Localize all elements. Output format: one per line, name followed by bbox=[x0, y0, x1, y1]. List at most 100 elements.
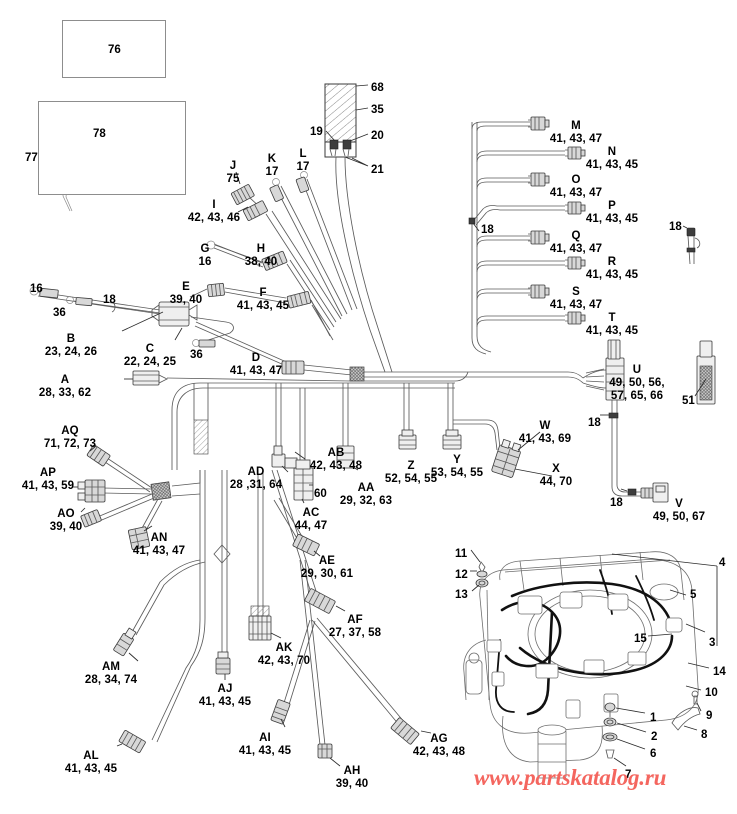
callout-Z-numbers: 52, 54, 55 bbox=[384, 472, 438, 485]
lower-left-artwork bbox=[73, 444, 201, 550]
callout-K-numbers: 17 bbox=[265, 165, 279, 178]
callout-P-letter: P bbox=[608, 200, 616, 212]
callout-AM-numbers: 28, 34, 74 bbox=[84, 673, 138, 686]
callout-AC-letter: AC bbox=[302, 507, 320, 519]
callout-19: 19 bbox=[310, 126, 323, 138]
inset-label-76: 76 bbox=[108, 44, 121, 56]
connector-51 bbox=[694, 340, 716, 405]
callout-T-letter: T bbox=[608, 312, 616, 324]
numlabel-10: 10 bbox=[705, 687, 718, 699]
callout-AA-numbers: 29, 32, 63 bbox=[339, 494, 393, 507]
callout-B-numbers: 23, 24, 26 bbox=[44, 345, 98, 358]
callout-P-numbers: 41, 43, 45 bbox=[585, 212, 639, 225]
callout-AK-numbers: 42, 43, 70 bbox=[257, 654, 311, 667]
callout-AO-numbers: 39, 40 bbox=[49, 520, 83, 533]
callout-O-letter: O bbox=[571, 174, 581, 186]
numlabel-7: 7 bbox=[625, 769, 631, 781]
numlabel-14: 14 bbox=[713, 666, 726, 678]
callout-D-numbers: 41, 43, 47 bbox=[229, 364, 283, 377]
callout-21: 21 bbox=[371, 164, 384, 176]
numlabel-2: 2 bbox=[651, 731, 657, 743]
numlabel-5: 5 bbox=[690, 589, 696, 601]
callout-AH-letter: AH bbox=[343, 765, 361, 777]
callout-T-numbers: 41, 43, 45 bbox=[585, 324, 639, 337]
numlabel-15-text: 15 bbox=[634, 633, 647, 645]
numlabel-51: 51 bbox=[682, 395, 695, 407]
callout-AI-letter: AI bbox=[259, 732, 271, 744]
callout-E-numbers: 39, 40 bbox=[169, 293, 203, 306]
callout-AE-numbers: 29, 30, 61 bbox=[300, 567, 354, 580]
callout-AC-numbers: 44, 47 bbox=[294, 519, 328, 532]
callout-J-numbers: 75 bbox=[226, 172, 240, 185]
callout-AF-letter: AF bbox=[347, 614, 363, 626]
numlabel-13: 13 bbox=[455, 589, 468, 601]
callout-AN-numbers: 41, 43, 47 bbox=[132, 544, 186, 557]
callout-Q-numbers: 41, 43, 47 bbox=[549, 242, 603, 255]
callout-AQ-numbers: 71, 72, 73 bbox=[43, 437, 97, 450]
numlabel-18-u-text: 18 bbox=[588, 417, 601, 429]
numlabel-12: 12 bbox=[455, 569, 468, 581]
callout-Y-numbers: 53, 54, 55 bbox=[430, 466, 484, 479]
numlabel-18-busA: 18 bbox=[481, 224, 494, 236]
callout-AE-letter: AE bbox=[318, 555, 336, 567]
lower-center-artwork bbox=[113, 383, 432, 767]
callout-L-numbers: 17 bbox=[296, 160, 310, 173]
numlabel-1-text: 1 bbox=[650, 712, 657, 724]
callout-AH-numbers: 39, 40 bbox=[335, 777, 369, 790]
numlabel-18-left-text: 18 bbox=[103, 294, 116, 306]
callout-AA-letter: AA bbox=[357, 482, 375, 494]
callout-AK-letter: AK bbox=[275, 642, 293, 654]
callout-L-letter: L bbox=[299, 148, 307, 160]
numlabel-16-left: 16 bbox=[30, 283, 43, 295]
numlabel-16-left-text: 16 bbox=[30, 283, 43, 295]
callout-AQ-letter: AQ bbox=[61, 425, 79, 437]
numlabel-18-v: 18 bbox=[610, 497, 623, 509]
numlabel-6: 6 bbox=[650, 748, 656, 760]
numlabel-9-text: 9 bbox=[706, 710, 713, 722]
callout-S-numbers: 41, 43, 47 bbox=[549, 298, 603, 311]
callout-AB-numbers: 42, 43, 48 bbox=[309, 459, 363, 472]
callout-F-numbers: 41, 43, 45 bbox=[236, 299, 290, 312]
numlabel-4: 4 bbox=[719, 557, 725, 569]
callout-N-numbers: 41, 43, 45 bbox=[585, 158, 639, 171]
callout-A-letter: A bbox=[60, 374, 70, 386]
top-module-artwork bbox=[324, 83, 393, 373]
numlabel-12-text: 12 bbox=[455, 569, 468, 581]
numlabel-18-busA-text: 18 bbox=[481, 224, 494, 236]
numlabel-36-left-text: 36 bbox=[53, 307, 66, 319]
callout-AB-letter: AB bbox=[327, 447, 345, 459]
inset-label-78: 78 bbox=[93, 128, 106, 140]
callout-W-letter: W bbox=[539, 420, 551, 432]
callout-U-numbers-line2: 57, 65, 66 bbox=[610, 390, 664, 403]
numlabel-3-text: 3 bbox=[709, 637, 716, 649]
numlabel-13-text: 13 bbox=[455, 589, 468, 601]
numlabel-36-mid-text: 36 bbox=[190, 349, 203, 361]
numlabel-9: 9 bbox=[706, 710, 712, 722]
inset-label-77: 77 bbox=[25, 152, 38, 164]
callout-AI-numbers: 41, 43, 45 bbox=[238, 744, 292, 757]
numlabel-36-mid: 36 bbox=[190, 349, 203, 361]
